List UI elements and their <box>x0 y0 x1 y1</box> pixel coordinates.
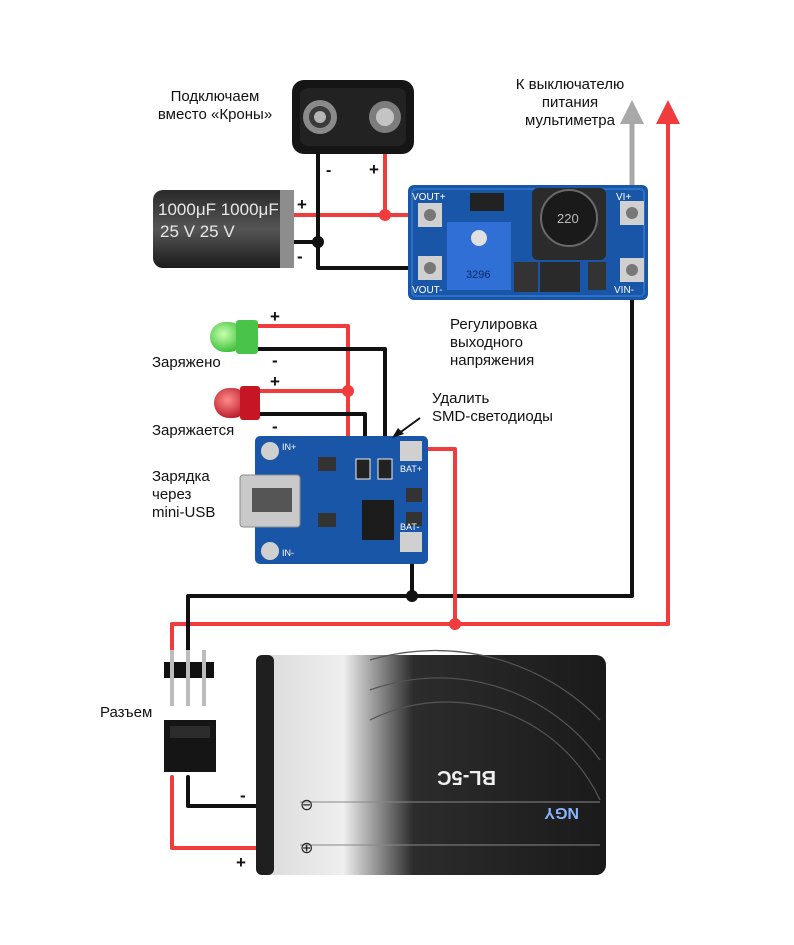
vout-minus-label: VOUT- <box>412 285 443 296</box>
trimmer-label: 3296 <box>466 269 490 281</box>
label-regulation-line-1: Регулировка <box>450 316 538 333</box>
green-led-minus-sign: - <box>272 351 278 370</box>
charger-ic <box>362 500 394 540</box>
battery-minus-sign: - <box>240 786 246 805</box>
label-krona-line-2: вместо «Кроны» <box>157 106 273 123</box>
vout-plus-label: VOUT+ <box>412 192 446 203</box>
red-arrow-head <box>656 100 680 124</box>
wire-black-krona-to-vout-minus <box>316 148 432 270</box>
label-regulation-line-3: напряжения <box>450 352 535 369</box>
vin-minus-label: VIN- <box>614 285 634 296</box>
wire-black-vin-minus <box>410 268 634 598</box>
label-charged: Заряжено <box>152 354 221 371</box>
pad-bat-minus <box>400 532 422 552</box>
label-switch-line-2: питания <box>541 94 599 111</box>
junction-red-bus <box>449 618 461 630</box>
label-remove-smd-line-2: SMD-светодиоды <box>432 408 553 425</box>
inductor <box>540 189 598 247</box>
charger-board: IN+ IN- BAT+ BAT- <box>239 436 428 564</box>
label-krona: Подключаем вместо «Кроны» <box>140 88 290 124</box>
capacitor: 1000μF 1000μF 25 V 25 V <box>153 190 294 268</box>
battery-minus-symbol: ⊖ <box>300 795 313 814</box>
label-charging: Заряжается <box>152 422 235 439</box>
green-led-plus-sign: + <box>270 307 280 326</box>
wire-black-green-led-minus <box>256 347 387 460</box>
label-usb-charge-line-1: Зарядка <box>152 468 210 485</box>
in-plus-label: IN+ <box>282 442 296 452</box>
led-red <box>214 386 260 420</box>
pad-bat-plus <box>400 441 422 461</box>
wire-red-battery-plus <box>170 775 264 850</box>
battery-brand: NGY <box>544 804 579 821</box>
label-connector: Разъем <box>100 704 153 721</box>
wire-black-bus <box>186 594 414 652</box>
krona-minus-sign: - <box>326 162 331 179</box>
junction-red-top <box>379 209 391 221</box>
remove-smd-pointer <box>392 417 421 438</box>
bat-minus-label: BAT- <box>400 522 419 532</box>
battery-bl5c: BL-5C NGY ⊖ ⊕ <box>256 649 606 875</box>
battery-plus-sign: + <box>236 853 246 872</box>
battery-plus-symbol: ⊕ <box>300 838 313 857</box>
label-remove-smd: Удалить SMD-светодиоды <box>432 390 553 426</box>
pin-header-connector <box>164 650 216 772</box>
vin-plus-label: VI+ <box>616 192 631 203</box>
label-usb-charge: Зарядка через mini-USB <box>152 468 215 522</box>
label-krona-line-1: Подключаем <box>170 88 260 105</box>
capacitor-text-1: 1000μF 1000μF <box>158 200 279 219</box>
bat-plus-label: BAT+ <box>400 464 422 474</box>
junction-black-top <box>312 236 324 248</box>
battery-model: BL-5C <box>437 766 496 788</box>
capacitor-text-2: 25 V 25 V <box>160 222 235 241</box>
label-regulation: Регулировка выходного напряжения <box>450 316 537 370</box>
cap-plus-sign: + <box>297 195 307 214</box>
red-led-minus-sign: - <box>272 417 278 436</box>
label-remove-smd-line-1: Удалить <box>432 390 490 407</box>
boost-converter-board: 3296 220 VOUT+ VOUT- VI+ VIN- <box>408 185 648 300</box>
red-led-plus-sign: + <box>270 372 280 391</box>
junction-red-led <box>342 385 354 397</box>
in-minus-label: IN- <box>282 548 294 558</box>
wire-black-battery-minus <box>186 775 264 808</box>
inductor-label: 220 <box>557 211 579 226</box>
cap-minus-sign: - <box>297 247 303 266</box>
krona-plus-sign: + <box>369 160 379 179</box>
wire-red-bus <box>170 120 670 652</box>
label-regulation-line-2: выходного <box>450 334 523 351</box>
label-switch: К выключателю питания мультиметра <box>490 76 650 130</box>
krona-clip <box>292 80 414 154</box>
label-usb-charge-line-3: mini-USB <box>152 504 216 521</box>
junction-black-bus <box>406 590 418 602</box>
led-green <box>210 320 258 354</box>
label-switch-line-1: К выключателю <box>515 76 625 93</box>
label-switch-line-3: мультиметра <box>524 112 615 129</box>
label-usb-charge-line-2: через <box>152 486 192 503</box>
grey-arrow-head <box>620 100 644 124</box>
